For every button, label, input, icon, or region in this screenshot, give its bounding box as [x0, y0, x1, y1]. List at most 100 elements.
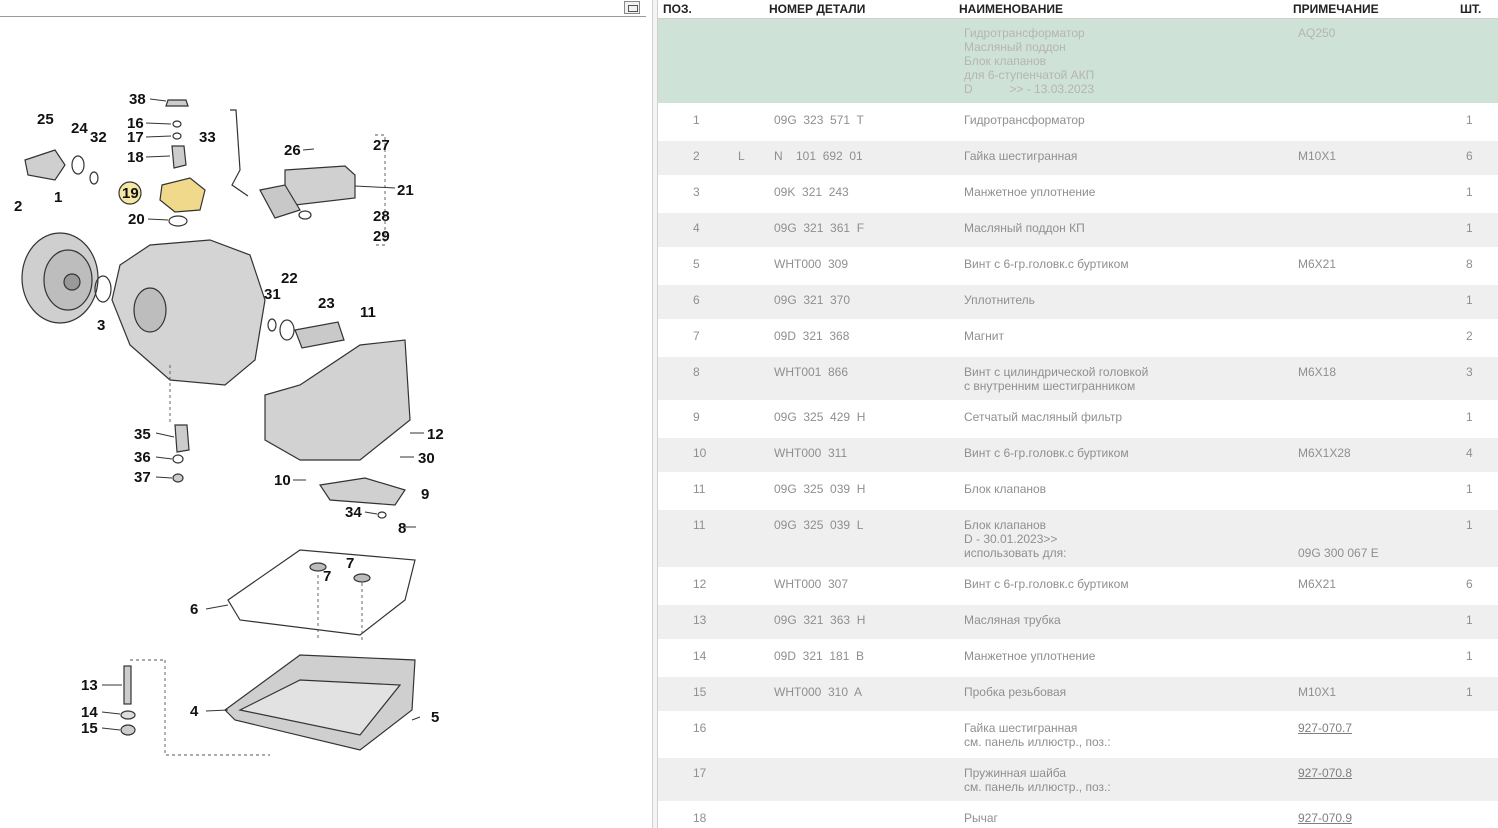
- column-name[interactable]: НАИМЕНОВАНИЕ: [959, 2, 1063, 16]
- callout-30[interactable]: 30: [418, 450, 435, 467]
- callout-2[interactable]: 2: [14, 198, 22, 215]
- column-note[interactable]: ПРИМЕЧАНИЕ: [1293, 2, 1379, 16]
- callout-7b[interactable]: 7: [323, 568, 331, 585]
- assembly-line-2: Масляный поддон: [964, 40, 1066, 54]
- callout-4[interactable]: 4: [190, 703, 199, 720]
- selector-lever-highlight[interactable]: [159, 177, 206, 213]
- callout-22[interactable]: 22: [281, 270, 298, 287]
- row-part-number: 09K 321 243: [774, 185, 849, 199]
- callout-9[interactable]: 9: [421, 486, 429, 503]
- callout-34[interactable]: 34: [345, 504, 362, 521]
- callout-36[interactable]: 36: [134, 449, 151, 466]
- illustration-panel: 1 2 3 4 5 6 7 7 8 9 10 11 12 13 14 15 16…: [0, 0, 652, 828]
- callout-11[interactable]: 11: [360, 304, 376, 321]
- illustration-toolbar: [0, 0, 646, 17]
- assembly-header-row[interactable]: Гидротрансформатор Масляный поддон Блок …: [658, 19, 1498, 105]
- row-name: Блок клапанов D - 30.01.2023>> использов…: [964, 518, 1067, 560]
- callout-31[interactable]: 31: [264, 286, 281, 303]
- row-qty: 1: [1466, 518, 1473, 532]
- callout-15[interactable]: 15: [81, 720, 98, 737]
- callout-16[interactable]: 16: [127, 115, 144, 132]
- row-name: Винт с 6-гр.головк.с буртиком: [964, 446, 1129, 460]
- row-note[interactable]: 927-070.9: [1298, 811, 1353, 825]
- callout-32[interactable]: 32: [90, 129, 107, 146]
- row-pos: 12: [693, 577, 707, 591]
- row-note[interactable]: 927-070.7: [1298, 721, 1353, 735]
- callout-23[interactable]: 23: [318, 295, 335, 312]
- callout-35[interactable]: 35: [134, 426, 151, 443]
- valve-body-shape: [264, 339, 411, 461]
- maximize-icon[interactable]: [624, 1, 640, 14]
- callout-17[interactable]: 17: [127, 129, 144, 146]
- row-pos: 2: [693, 149, 700, 163]
- callout-13[interactable]: 13: [81, 677, 98, 694]
- callout-10[interactable]: 10: [274, 472, 291, 489]
- callout-21[interactable]: 21: [397, 182, 414, 199]
- callout-12[interactable]: 12: [427, 426, 444, 443]
- panel-splitter[interactable]: [652, 0, 658, 828]
- callout-8[interactable]: 8: [398, 520, 406, 537]
- row-name: Магнит: [964, 329, 1005, 343]
- row-part-number: 09G 325 039 L: [774, 518, 864, 532]
- row-note[interactable]: 927-070.8: [1298, 766, 1353, 780]
- callout-3[interactable]: 3: [97, 317, 105, 334]
- row-pos: 13: [693, 613, 707, 627]
- assembly-line-4: для 6-ступенчатой АКП: [964, 68, 1095, 82]
- callout-33[interactable]: 33: [199, 129, 216, 146]
- row-qty: 1: [1466, 113, 1473, 127]
- row-part-number: 09G 325 039 H: [774, 482, 866, 496]
- callout-7a[interactable]: 7: [346, 555, 354, 572]
- assembly-line-5: D >> - 13.03.2023: [964, 82, 1095, 96]
- callout-26[interactable]: 26: [284, 142, 301, 159]
- row-qty: 8: [1466, 257, 1473, 271]
- callout-25[interactable]: 25: [37, 111, 54, 128]
- row-name: Манжетное уплотнение: [964, 185, 1096, 199]
- callout-27[interactable]: 27: [373, 137, 390, 154]
- callout-14[interactable]: 14: [81, 704, 98, 721]
- row-name: Винт с цилиндрической головкой с внутрен…: [964, 365, 1149, 393]
- gearbox-housing-shape: [111, 239, 266, 386]
- row-pos: 6: [693, 293, 700, 307]
- callout-5[interactable]: 5: [431, 709, 439, 726]
- row-pos: 11: [693, 482, 706, 496]
- callout-29[interactable]: 29: [373, 228, 390, 245]
- column-pos[interactable]: ПОЗ.: [663, 2, 692, 16]
- row-name: Рычаг: [964, 811, 998, 825]
- row-name: Уплотнитель: [964, 293, 1035, 307]
- callout-28[interactable]: 28: [373, 208, 390, 225]
- callout-18[interactable]: 18: [127, 149, 144, 166]
- pan-gasket-shape: [227, 549, 416, 636]
- row-note: M6X21: [1298, 257, 1337, 271]
- column-qty[interactable]: ШТ.: [1460, 2, 1482, 16]
- callout-38[interactable]: 38: [129, 91, 146, 108]
- callout-24[interactable]: 24: [71, 120, 88, 137]
- row-name: Блок клапанов: [964, 482, 1047, 496]
- callout-19[interactable]: 19: [122, 185, 139, 202]
- exploded-parts-diagram: 1 2 3 4 5 6 7 7 8 9 10 11 12 13 14 15 16…: [14, 91, 444, 756]
- callout-1[interactable]: 1: [54, 189, 62, 206]
- callout-6[interactable]: 6: [190, 601, 198, 618]
- row-note: M6X18: [1298, 365, 1337, 379]
- callout-20[interactable]: 20: [128, 211, 145, 228]
- column-part-number[interactable]: НОМЕР ДЕТАЛИ: [769, 2, 866, 16]
- callout-37[interactable]: 37: [134, 469, 151, 486]
